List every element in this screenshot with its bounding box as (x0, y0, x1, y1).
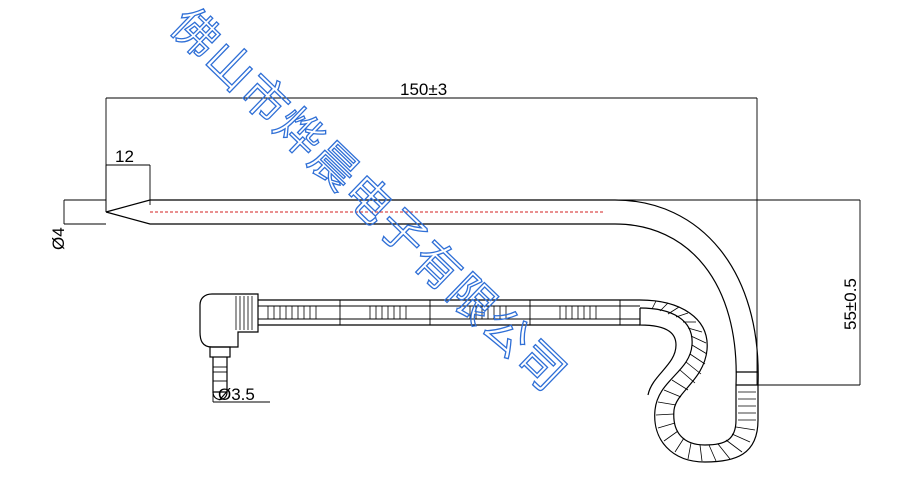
right-angle-plug (199, 293, 259, 401)
strain-relief-loop (639, 299, 759, 463)
length-dimension: 150±3 (105, 80, 758, 385)
length-label: 150±3 (400, 80, 447, 99)
diameter-label: Ø4 (49, 227, 68, 250)
tip-dimension: 12 (105, 147, 151, 212)
cable-sleeve-3 (469, 306, 507, 319)
height-dimension: 55±0.5 (615, 199, 861, 386)
cable-sleeve-1 (267, 306, 317, 319)
cable-sleeve-2 (369, 306, 407, 319)
plug-grip-lines (235, 296, 253, 330)
cable-sleeve-4 (559, 306, 597, 319)
diameter-dimension: Ø4 (49, 199, 106, 250)
plug-diameter-dimension: Ø3.5 (212, 385, 270, 404)
plug-diameter-label: Ø3.5 (218, 385, 255, 404)
company-watermark: 佛山市烨晨电子有限公司 (160, 0, 577, 403)
tip-length-label: 12 (115, 147, 134, 166)
loop-hatching (651, 300, 756, 462)
ear-hook-tube (105, 199, 759, 386)
height-label: 55±0.5 (841, 278, 860, 330)
main-cable (258, 299, 640, 326)
